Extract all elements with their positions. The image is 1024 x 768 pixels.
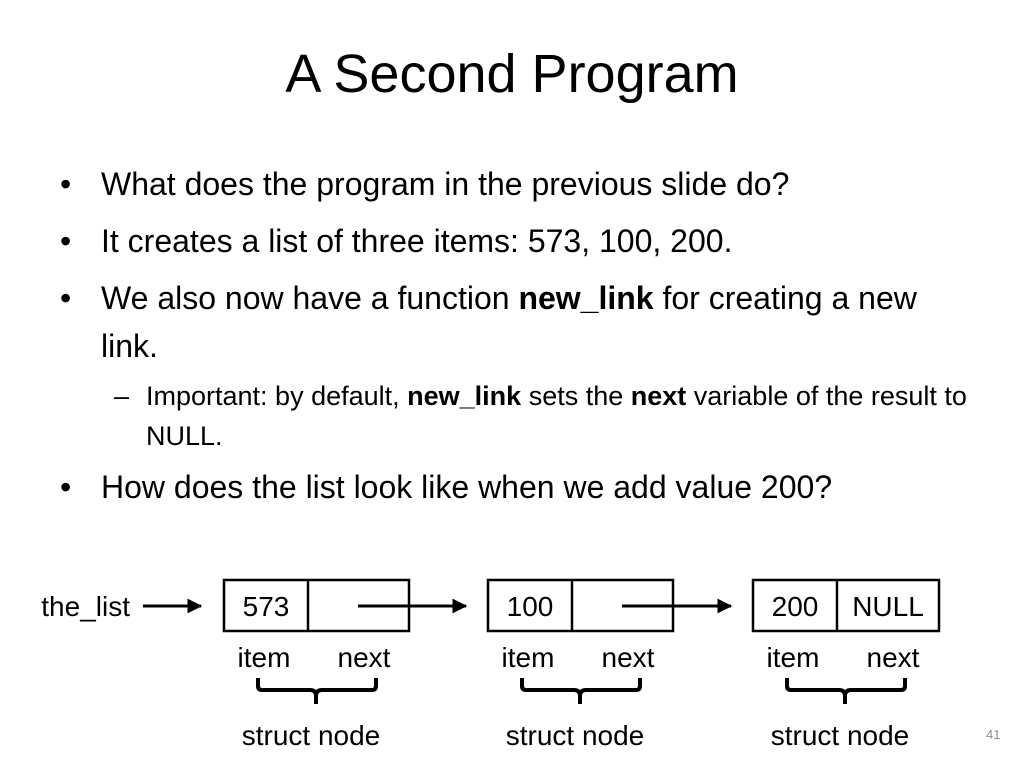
bullet-text-before: We also now have a function [101, 280, 519, 316]
item-field-label: item [238, 642, 291, 673]
bullet-list: • What does the program in the previous … [60, 160, 980, 520]
node-item-value: 573 [243, 591, 290, 622]
struct-node-label: struct node [771, 720, 910, 751]
bullet-text-after: for creating a new link. [101, 280, 917, 364]
bullet-item: • It creates a list of three items: 573,… [60, 217, 980, 265]
sub-bullet-marker: – [114, 381, 130, 411]
next-field-label: next [867, 642, 920, 673]
sub-text-1: Important: by default, [146, 381, 408, 411]
next-field-label: next [338, 642, 391, 673]
sub-bold-next: next [630, 381, 687, 411]
sub-text-2: sets the [521, 381, 631, 411]
bullet-text: How does the list look like when we add … [101, 469, 833, 505]
list-node: 200 NULL item next struct node [751, 578, 941, 751]
bullet-marker: • [60, 166, 72, 202]
bullet-marker: • [60, 280, 72, 316]
slide-number: 41 [986, 727, 1001, 742]
brace [256, 678, 378, 704]
item-field-label: item [502, 642, 555, 673]
sub-bold-function: new_link [407, 381, 522, 411]
sub-bullet-item: – Important: by default, new_link sets t… [60, 376, 980, 456]
item-field-label: item [767, 642, 820, 673]
struct-node-label: struct node [242, 720, 381, 751]
next-field-label: next [602, 642, 655, 673]
brace [785, 678, 907, 704]
the-list-label: the_list [41, 591, 130, 622]
bullet-item: • How does the list look like when we ad… [60, 463, 980, 511]
bullet-item: • We also now have a function new_link f… [60, 274, 980, 370]
bullet-text: It creates a list of three items: 573, 1… [101, 223, 733, 259]
bullet-text: What does the program in the previous sl… [101, 166, 790, 202]
bullet-marker: • [60, 223, 72, 259]
bullet-bold-function: new_link [518, 280, 654, 316]
bullet-marker: • [60, 469, 72, 505]
bullet-item: • What does the program in the previous … [60, 160, 980, 208]
list-node: 100 item next struct node [486, 578, 675, 751]
struct-node-label: struct node [506, 720, 645, 751]
node-box [751, 578, 941, 633]
slide-title: A Second Program [285, 44, 739, 104]
sub-text-3: variable of the result to NULL. [146, 381, 967, 451]
list-node: 573 item next struct node [222, 578, 411, 751]
brace [520, 678, 642, 704]
node-item-value: 200 [772, 591, 819, 622]
node-next-value: NULL [852, 591, 924, 622]
node-item-value: 100 [507, 591, 554, 622]
